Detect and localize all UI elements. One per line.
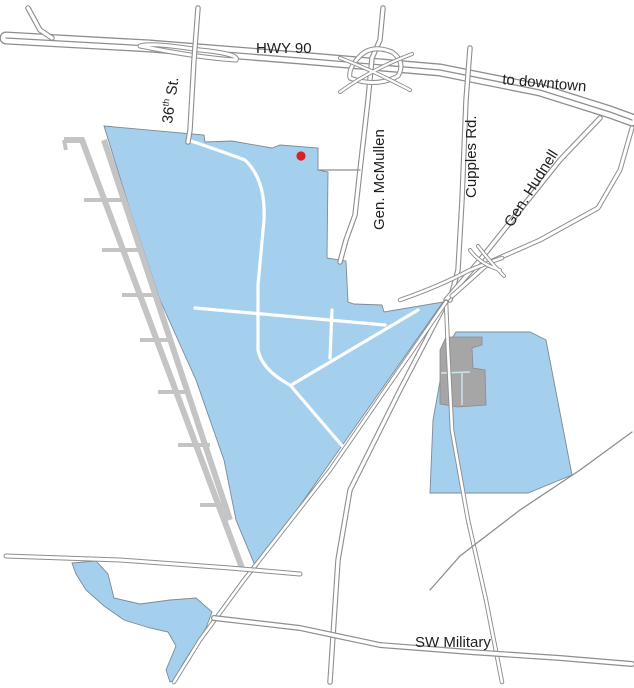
- location-marker[interactable]: [296, 151, 306, 161]
- to-downtown-label: to downtown: [502, 71, 587, 95]
- hwy90-road: [0, 31, 634, 127]
- gen-hudnell-label: Gen. Hudnell: [501, 147, 562, 230]
- top-left-road: [25, 5, 55, 41]
- 36th-st-superscript: th: [160, 98, 171, 107]
- lake-area: [71, 560, 213, 683]
- campus-roads: [186, 138, 420, 450]
- 36th-st-label: 36th St.: [158, 76, 182, 125]
- gen-hudnell-road: [397, 115, 634, 303]
- sw-military-road: [211, 615, 634, 667]
- gen-mcmullen-road: [317, 5, 414, 265]
- bottom-left-road: [3, 553, 303, 577]
- 36th-st-suffix: St.: [162, 76, 182, 101]
- cupples-rd-road: [447, 45, 473, 303]
- 36th-st-road: [185, 5, 201, 145]
- diagonal-roads: [171, 299, 633, 685]
- gen-mcmullen-label: Gen. McMullen: [371, 129, 388, 230]
- runway-system: [62, 137, 245, 570]
- hwy90-label: HWY 90: [256, 40, 312, 57]
- 36th-st-number: 36: [159, 106, 178, 125]
- sw-military-label: SW Military: [415, 634, 491, 651]
- cupples-rd-label: Cupples Rd.: [463, 115, 480, 198]
- building-divider: [440, 371, 471, 405]
- campus-zone-main: [103, 125, 444, 569]
